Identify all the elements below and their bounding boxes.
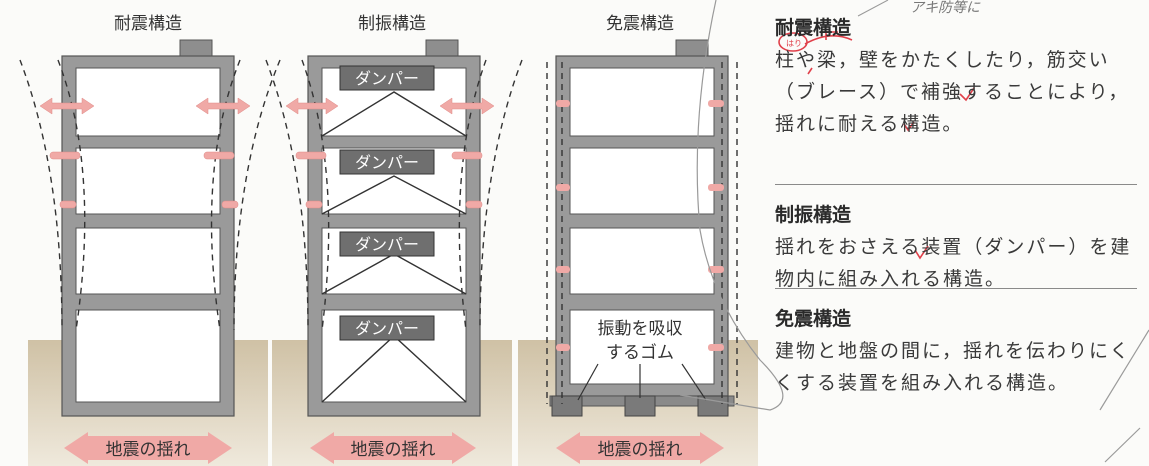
divider xyxy=(775,184,1137,185)
description-taishin: 耐震構造 柱や梁，壁をかたくしたり，筋交い（ブレース）で補強することにより，揺れ… xyxy=(775,13,1145,140)
sway-line-right-inner xyxy=(458,59,487,331)
description-heading: 制振構造 xyxy=(775,204,852,226)
room xyxy=(569,67,715,137)
structure-title-2: 制振構造 xyxy=(358,14,426,34)
red-underline xyxy=(804,35,853,45)
rooftop-box xyxy=(425,39,459,59)
damper-label: ダンパー xyxy=(355,69,419,88)
description-heading: 耐震構造 xyxy=(775,17,852,39)
sway-line-left-inner xyxy=(301,59,330,331)
room xyxy=(75,147,221,215)
pencil-line xyxy=(1104,427,1141,463)
sway-line-right-outer xyxy=(479,59,523,331)
red-check xyxy=(807,67,813,75)
sway-line-right-inner xyxy=(210,59,241,331)
structure-title-3: 免震構造 xyxy=(606,14,674,34)
rooftop-box xyxy=(179,39,213,59)
sway-arrows xyxy=(39,97,251,209)
red-check xyxy=(903,121,915,132)
rubber-leader-lines xyxy=(577,363,707,401)
sway-line-left-outer xyxy=(19,59,63,331)
red-check xyxy=(914,245,929,260)
building-menshin: 振動を吸収 するゴム xyxy=(546,39,738,417)
pencil-curve xyxy=(679,0,784,411)
description-heading: 免震構造 xyxy=(775,308,852,330)
description-menshin: 免震構造 建物と地盤の間に，揺れを伝わりにくくする装置を組み入れる構造。 xyxy=(775,304,1145,399)
rubber-isolator xyxy=(551,395,583,417)
building-seishin: ダンパー ダンパー ダンパー ダンパー xyxy=(265,39,523,417)
damper-box xyxy=(339,65,435,91)
ruby-handwriting: はり xyxy=(786,39,802,48)
red-bracket xyxy=(825,31,838,40)
damper-label: ダンパー xyxy=(355,235,419,254)
room xyxy=(75,227,221,295)
ground-arrow-label: 地震の揺れ xyxy=(351,440,436,460)
red-check xyxy=(959,87,975,102)
ground-arrow-label: 地震の揺れ xyxy=(598,440,683,460)
red-circle-mark xyxy=(778,32,808,52)
damper-box xyxy=(339,315,435,341)
rubber-label-line1: 振動を吸収 xyxy=(598,319,683,339)
stable-lines xyxy=(546,62,738,404)
divider xyxy=(775,288,1137,289)
rooftop-box xyxy=(675,39,709,59)
ground-arrow-3: 地震の揺れ xyxy=(556,432,724,464)
rubber-isolator xyxy=(624,395,656,417)
damper-box xyxy=(339,231,435,257)
damper-box xyxy=(339,149,435,175)
red-handwriting xyxy=(778,31,975,260)
pencil-line xyxy=(1099,329,1149,411)
description-body: 建物と地盤の間に，揺れを伝わりにくくする装置を組み入れる構造。 xyxy=(775,340,1131,394)
description-seishin: 制振構造 揺れをおさえる装置（ダンパー）を建物内に組み入れる構造。 xyxy=(775,200,1145,295)
sway-line-left-inner xyxy=(57,59,86,331)
description-body: 柱や梁，壁をかたくしたり，筋交い（ブレース）で補強することにより，揺れに耐える構… xyxy=(775,49,1130,135)
pencil-note: アキ防等に xyxy=(910,0,981,16)
ground-arrow-2: 地震の揺れ xyxy=(310,432,476,464)
dampers xyxy=(339,65,435,341)
rubber-isolator xyxy=(697,395,729,417)
ground-arrow-label: 地震の揺れ xyxy=(106,440,191,460)
room xyxy=(75,309,221,403)
sway-arrows xyxy=(556,100,724,351)
room xyxy=(569,147,715,215)
building-taishin xyxy=(19,39,281,417)
room xyxy=(569,227,715,295)
ground-arrow-1: 地震の揺れ xyxy=(64,432,232,464)
sway-line-right-outer xyxy=(233,59,281,331)
damper-label: ダンパー xyxy=(355,319,419,338)
structure-title-1: 耐震構造 xyxy=(114,14,182,34)
damper-label: ダンパー xyxy=(355,153,419,172)
sway-line-left-outer xyxy=(265,59,309,331)
description-body: 揺れをおさえる装置（ダンパー）を建物内に組み入れる構造。 xyxy=(775,236,1132,290)
sway-arrows xyxy=(285,97,495,209)
room xyxy=(75,67,221,137)
pencil-line xyxy=(857,0,889,17)
rubber-label-line2: するゴム xyxy=(606,342,674,363)
